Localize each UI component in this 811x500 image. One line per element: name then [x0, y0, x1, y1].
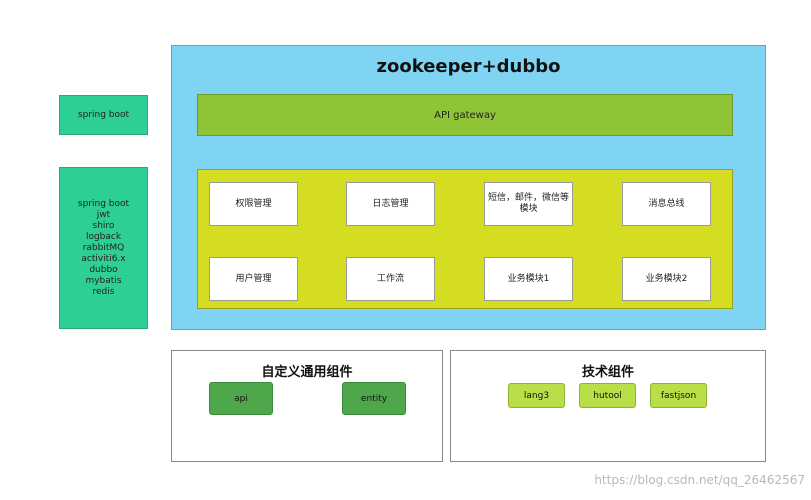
service-business1-label: 业务模块1: [507, 273, 550, 284]
container-title: zookeeper+dubbo: [376, 56, 561, 77]
tech-components-title: 技术组件: [581, 365, 634, 380]
tech-stack-box: spring boot jwt shiro logback rabbitMQ a…: [59, 167, 148, 329]
service-user: 用户管理: [209, 257, 298, 301]
tech-stack-item: dubbo: [89, 264, 118, 275]
spring-boot-label: spring boot: [77, 110, 130, 120]
service-sms-label: 短信，邮件，微信等模块: [487, 193, 569, 214]
api-gateway-label: API gateway: [434, 109, 496, 121]
service-message-bus-label: 消息总线: [648, 198, 685, 209]
tech-stack-item: spring boot: [77, 198, 130, 209]
custom-components-title: 自定义通用组件: [261, 365, 353, 380]
service-business2-label: 业务模块2: [645, 273, 688, 284]
lang3-component-label: lang3: [523, 390, 550, 401]
service-sms: 短信，邮件，微信等模块: [484, 182, 573, 226]
api-component-label: api: [234, 393, 248, 404]
services-area: 权限管理 日志管理 短信，邮件，微信等模块 消息总线 用户管理 工作流 业务模块…: [197, 169, 733, 309]
service-log-label: 日志管理: [372, 198, 409, 209]
service-workflow: 工作流: [346, 257, 435, 301]
api-component: api: [209, 382, 273, 415]
tech-stack-item: logback: [85, 231, 122, 242]
hutool-component-label: hutool: [593, 390, 622, 401]
tech-stack-item: redis: [92, 286, 115, 297]
spring-boot-box: spring boot: [59, 95, 148, 135]
tech-stack-item: jwt: [96, 209, 111, 220]
lang3-component: lang3: [508, 383, 565, 408]
service-user-label: 用户管理: [235, 273, 272, 284]
service-message-bus: 消息总线: [622, 182, 711, 226]
zookeeper-dubbo-container: zookeeper+dubbo API gateway 权限管理 日志管理 短信…: [171, 45, 766, 330]
tech-stack-item: rabbitMQ: [82, 242, 125, 253]
entity-component: entity: [342, 382, 406, 415]
service-permission: 权限管理: [209, 182, 298, 226]
tech-stack-item: mybatis: [85, 275, 122, 286]
custom-components-panel: 自定义通用组件 api entity: [171, 350, 443, 462]
tech-stack-list: spring boot jwt shiro logback rabbitMQ a…: [78, 199, 129, 298]
tech-stack-item: activiti6.x: [81, 253, 126, 264]
service-business1: 业务模块1: [484, 257, 573, 301]
tech-components-panel: 技术组件 lang3 hutool fastjson: [450, 350, 766, 462]
watermark: https://blog.csdn.net/qq_26462567: [594, 473, 805, 487]
service-log: 日志管理: [346, 182, 435, 226]
api-gateway-box: API gateway: [197, 94, 733, 136]
hutool-component: hutool: [579, 383, 636, 408]
tech-stack-item: shiro: [92, 220, 115, 231]
service-business2: 业务模块2: [622, 257, 711, 301]
fastjson-component: fastjson: [650, 383, 707, 408]
service-permission-label: 权限管理: [235, 198, 272, 209]
entity-component-label: entity: [360, 393, 388, 404]
fastjson-component-label: fastjson: [660, 390, 697, 401]
service-workflow-label: 工作流: [376, 273, 404, 284]
